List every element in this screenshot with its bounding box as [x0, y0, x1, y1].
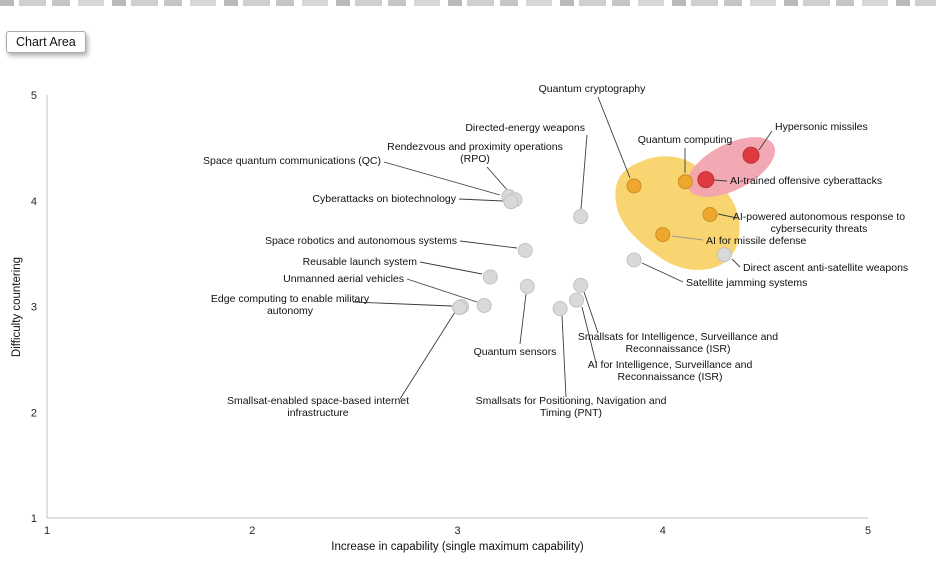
y-tick-5: 5	[31, 90, 37, 102]
label-space-quantum-communications: Space quantum communications (QC)	[203, 155, 381, 167]
x-tick-2: 2	[249, 525, 255, 537]
point-ai-trained-offensive-cyberattacks[interactable]	[697, 171, 715, 189]
label-smallsats-isr: Smallsats for Intelligence, Surveillance…	[578, 331, 778, 355]
leader-reusable-launch-system	[419, 261, 483, 275]
point-smallsat-internet-infrastructure[interactable]	[452, 300, 468, 316]
point-hypersonic-missiles[interactable]	[742, 146, 760, 164]
x-tick-1: 1	[44, 525, 50, 537]
label-rendezvous-proximity-operations: Rendezvous and proximity operations(RPO)	[387, 141, 563, 165]
y-tick-3: 3	[31, 302, 37, 314]
point-reusable-launch-system[interactable]	[482, 269, 498, 285]
leader-directed-energy-weapons	[580, 134, 588, 210]
label-reusable-launch-system: Reusable launch system	[303, 256, 418, 268]
point-cyberattacks-on-biotechnology[interactable]	[503, 194, 519, 210]
x-tick-5: 5	[865, 525, 871, 537]
label-hypersonic-missiles: Hypersonic missiles	[775, 121, 868, 133]
leader-ai-trained-offensive-cyberattacks	[713, 179, 728, 182]
point-quantum-sensors[interactable]	[519, 278, 535, 294]
point-quantum-computing[interactable]	[677, 174, 693, 190]
leader-space-quantum-communications	[383, 161, 501, 196]
point-space-robotics-autonomous-systems[interactable]	[517, 242, 533, 258]
label-satellite-jamming-systems: Satellite jamming systems	[686, 277, 807, 289]
point-smallsats-pnt[interactable]	[552, 301, 568, 317]
leader-unmanned-aerial-vehicles	[406, 278, 478, 303]
label-ai-trained-offensive-cyberattacks: AI-trained offensive cyberattacks	[730, 175, 882, 187]
leader-smallsats-isr	[583, 291, 599, 334]
label-directed-energy-weapons: Directed-energy weapons	[465, 122, 585, 134]
leader-smallsat-internet-infrastructure	[399, 311, 456, 400]
leader-ai-for-missile-defense	[671, 235, 704, 241]
point-quantum-cryptography[interactable]	[626, 178, 642, 194]
label-unmanned-aerial-vehicles: Unmanned aerial vehicles	[283, 273, 404, 285]
label-direct-ascent-anti-satellite-weapons: Direct ascent anti-satellite weapons	[743, 262, 908, 274]
cropped-text-strip	[0, 0, 936, 6]
leader-ai-isr	[581, 306, 597, 364]
label-quantum-sensors: Quantum sensors	[474, 346, 557, 358]
point-ai-isr[interactable]	[569, 292, 585, 308]
label-quantum-cryptography: Quantum cryptography	[539, 83, 647, 95]
y-axis-title: Difficulty countering	[11, 256, 23, 358]
leader-smallsats-pnt	[561, 315, 567, 398]
point-satellite-jamming-systems[interactable]	[626, 252, 642, 268]
leader-space-robotics-autonomous-systems	[459, 240, 518, 249]
y-tick-2: 2	[31, 407, 37, 419]
x-tick-3: 3	[454, 525, 460, 537]
x-tick-4: 4	[660, 525, 666, 537]
y-tick-4: 4	[31, 196, 37, 208]
y-tick-1: 1	[31, 513, 37, 525]
label-cyberattacks-on-biotechnology: Cyberattacks on biotechnology	[312, 193, 456, 205]
label-smallsats-pnt: Smallsats for Positioning, Navigation an…	[476, 395, 667, 419]
leader-hypersonic-missiles	[758, 130, 773, 151]
x-axis-title: Increase in capability (single maximum c…	[331, 541, 584, 553]
point-ai-powered-autonomous-response[interactable]	[702, 206, 718, 222]
leader-cyberattacks-on-biotechnology	[458, 198, 504, 202]
label-ai-for-missile-defense: AI for missile defense	[706, 235, 807, 247]
point-direct-ascent-anti-satellite-weapons[interactable]	[716, 247, 732, 263]
label-space-robotics-autonomous-systems: Space robotics and autonomous systems	[265, 235, 457, 247]
point-unmanned-aerial-vehicles[interactable]	[476, 297, 492, 313]
leader-quantum-cryptography	[597, 96, 631, 179]
leader-rendezvous-proximity-operations	[486, 166, 510, 193]
leader-ai-powered-autonomous-response	[717, 213, 738, 219]
chart-area-tooltip[interactable]: Chart Area	[6, 31, 86, 53]
leader-quantum-sensors	[519, 293, 527, 345]
point-smallsats-isr[interactable]	[573, 277, 589, 293]
label-quantum-computing: Quantum computing	[638, 134, 733, 146]
leader-satellite-jamming-systems	[641, 262, 684, 283]
chart-area-tooltip-label: Chart Area	[16, 35, 76, 49]
point-ai-for-missile-defense[interactable]	[655, 227, 671, 243]
point-directed-energy-weapons[interactable]	[573, 209, 589, 225]
leader-direct-ascent-anti-satellite-weapons	[731, 258, 741, 268]
leader-edge-computing-military-autonomy	[352, 301, 453, 307]
